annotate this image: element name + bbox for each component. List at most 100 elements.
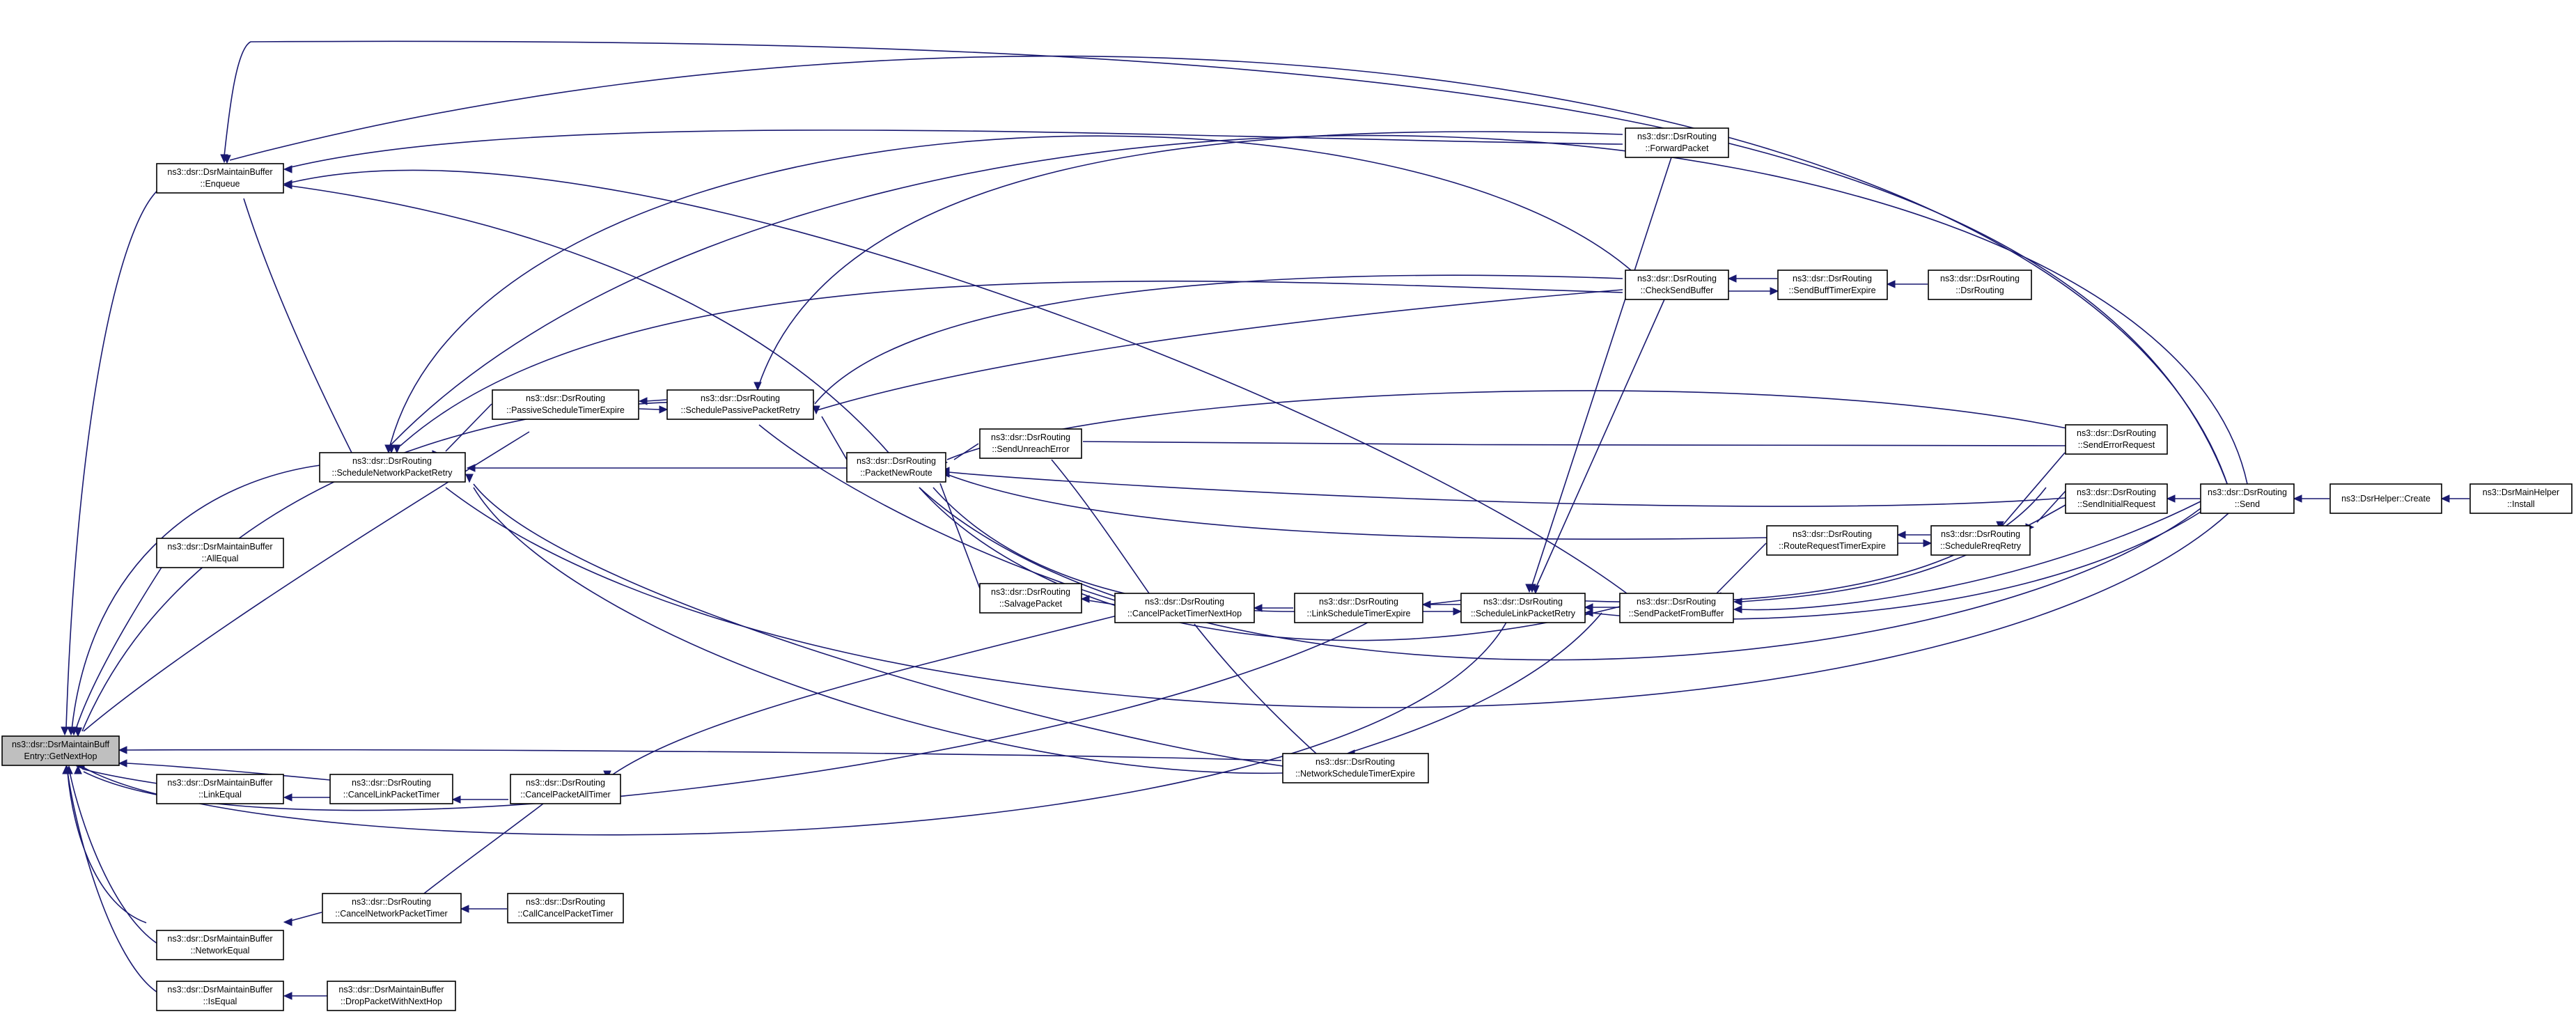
arrowhead-56 xyxy=(1584,603,1593,611)
node-label-line2: ::CheckSendBuffer xyxy=(1641,286,1714,295)
node-allequal[interactable]: ns3::dsr::DsrMaintainBuffer::AllEqual xyxy=(156,538,284,568)
node-label-line1: ns3::dsr::DsrRouting xyxy=(1637,274,1717,283)
node-cancelnexthop[interactable]: ns3::dsr::DsrRouting::CancelPacketTimerN… xyxy=(1114,593,1255,623)
call-graph-nodes: ns3::dsr::DsrMaintainBuffEntry::GetNextH… xyxy=(1,127,2573,1011)
node-schedlink[interactable]: ns3::dsr::DsrRouting::ScheduleLinkPacket… xyxy=(1460,593,1586,623)
node-linkequal[interactable]: ns3::dsr::DsrMaintainBuffer::LinkEqual xyxy=(156,774,284,804)
node-label-line1: ns3::dsr::DsrRouting xyxy=(1940,274,2020,283)
arrowhead-60 xyxy=(1531,585,1540,595)
node-label-line2: ::AllEqual xyxy=(202,554,239,563)
node-label-line2: ::CancelLinkPacketTimer xyxy=(343,790,439,800)
edge-2 xyxy=(71,465,321,731)
node-checksend[interactable]: ns3::dsr::DsrRouting::CheckSendBuffer xyxy=(1625,270,1729,300)
node-sendunreach[interactable]: ns3::dsr::DsrRouting::SendUnreachError xyxy=(979,428,1082,459)
node-cancelnettimer[interactable]: ns3::dsr::DsrRouting::CancelNetworkPacke… xyxy=(322,893,462,923)
node-label-line2: ::CancelPacketTimerNextHop xyxy=(1127,609,1242,618)
node-canceltlinktimer[interactable]: ns3::dsr::DsrRouting::CancelLinkPacketTi… xyxy=(329,774,453,804)
node-passiveexpire[interactable]: ns3::dsr::DsrRouting::PassiveScheduleTim… xyxy=(492,389,639,420)
node-label-line2: ::LinkEqual xyxy=(198,790,242,800)
edge-7 xyxy=(126,749,1282,761)
edge-18 xyxy=(612,612,1129,775)
arrowhead-22 xyxy=(283,165,292,173)
edge-58 xyxy=(1531,157,1672,586)
edge-3 xyxy=(75,563,164,732)
node-label-line2: ::SendBuffTimerExpire xyxy=(1788,286,1875,295)
node-label-line1: ns3::dsr::DsrRouting xyxy=(2077,428,2156,438)
node-label-line2: ::Enqueue xyxy=(201,179,240,189)
node-isequal[interactable]: ns3::dsr::DsrMaintainBuffer::IsEqual xyxy=(156,981,284,1011)
edge-12 xyxy=(83,612,1512,836)
node-salvage[interactable]: ns3::dsr::DsrRouting::SalvagePacket xyxy=(979,583,1082,614)
node-label-line1: ns3::DsrMainHelper xyxy=(2483,488,2559,497)
node-sendfrombuf[interactable]: ns3::dsr::DsrRouting::SendPacketFromBuff… xyxy=(1619,593,1734,623)
arrowhead-17 xyxy=(460,905,469,913)
arrowhead-28 xyxy=(393,444,401,454)
node-schednetretry[interactable]: ns3::dsr::DsrRouting::ScheduleNetworkPac… xyxy=(319,452,466,483)
node-enqueue[interactable]: ns3::dsr::DsrMaintainBuffer::Enqueue xyxy=(156,163,284,194)
node-callcancel[interactable]: ns3::dsr::DsrRouting::CallCancelPacketTi… xyxy=(507,893,624,923)
node-linksched[interactable]: ns3::dsr::DsrRouting::LinkScheduleTimerE… xyxy=(1294,593,1423,623)
node-sendinitial[interactable]: ns3::dsr::DsrRouting::SendInitialRequest xyxy=(2065,483,2168,514)
node-label-line2: ::SendUnreachError xyxy=(992,444,1069,454)
node-cancelall[interactable]: ns3::dsr::DsrRouting::CancelPacketAllTim… xyxy=(510,774,621,804)
node-netsched[interactable]: ns3::dsr::DsrRouting::NetworkScheduleTim… xyxy=(1282,753,1429,783)
edge-19 xyxy=(417,803,544,899)
arrowhead-23 xyxy=(283,180,292,188)
edge-53 xyxy=(1194,623,1317,754)
arrowhead-54 xyxy=(1421,600,1431,609)
node-label-line1: ns3::dsr::DsrRouting xyxy=(1793,274,1872,283)
arrowhead-12 xyxy=(74,765,82,774)
node-label-line1: ns3::dsr::DsrRouting xyxy=(2077,488,2156,497)
edge-29 xyxy=(445,403,492,452)
node-label-line2: ::ScheduleNetworkPacketRetry xyxy=(332,468,453,478)
node-forward[interactable]: ns3::dsr::DsrRouting::ForwardPacket xyxy=(1625,127,1729,158)
edge-44 xyxy=(948,474,1767,540)
node-routereq[interactable]: ns3::dsr::DsrRouting::RouteRequestTimerE… xyxy=(1766,525,1898,556)
node-getnexthop[interactable]: ns3::dsr::DsrMaintainBuffEntry::GetNextH… xyxy=(1,735,120,766)
arrowhead-13 xyxy=(283,793,292,802)
node-label-line1: ns3::dsr::DsrRouting xyxy=(526,778,605,788)
node-send[interactable]: ns3::dsr::DsrRouting::Send xyxy=(2200,483,2295,514)
node-label-line2: ::SchedulePassivePacketRetry xyxy=(681,405,801,415)
node-label-line1: ns3::dsr::DsrMaintainBuffer xyxy=(167,778,272,788)
edge-59 xyxy=(1535,299,1665,589)
node-senderror[interactable]: ns3::dsr::DsrRouting::SendErrorRequest xyxy=(2065,424,2168,455)
arrowhead-66 xyxy=(1733,598,1742,606)
node-schedreq[interactable]: ns3::dsr::DsrRouting::ScheduleRreqRetry xyxy=(1930,525,2031,556)
node-label-line1: ns3::dsr::DsrRouting xyxy=(857,456,936,466)
node-label-line2: ::DsrRouting xyxy=(1956,286,2004,295)
node-label-line1: ns3::dsr::DsrRouting xyxy=(991,587,1070,597)
node-label-line1: ns3::dsr::DsrMaintainBuffer xyxy=(167,934,272,944)
node-label-line1: ns3::dsr::DsrRouting xyxy=(2208,488,2287,497)
node-dsrrouting[interactable]: ns3::dsr::DsrRouting::DsrRouting xyxy=(1928,270,2032,300)
node-label-line2: ::CancelNetworkPacketTimer xyxy=(335,909,447,919)
node-label-line1: ns3::dsr::DsrMaintainBuffer xyxy=(167,542,272,552)
edge-6 xyxy=(67,771,158,993)
edge-49 xyxy=(1082,441,2066,446)
node-sendbuff[interactable]: ns3::dsr::DsrRouting::SendBuffTimerExpir… xyxy=(1777,270,1888,300)
node-label-line2: ::IsEqual xyxy=(203,997,237,1006)
edge-24 xyxy=(224,40,2229,488)
node-droppacket[interactable]: ns3::dsr::DsrMaintainBuffer::DropPacketW… xyxy=(327,981,456,1011)
node-packetnewroute[interactable]: ns3::dsr::DsrRouting::PacketNewRoute xyxy=(846,452,946,483)
edge-0 xyxy=(65,187,161,728)
edge-43 xyxy=(948,471,2066,507)
arrowhead-61 xyxy=(1584,609,1593,617)
edge-5 xyxy=(69,771,158,944)
edge-42 xyxy=(946,390,2068,460)
node-schedpassive[interactable]: ns3::dsr::DsrRouting::SchedulePassivePac… xyxy=(666,389,814,420)
node-label-line2: ::CancelPacketAllTimer xyxy=(520,790,610,800)
edge-70 xyxy=(2001,452,2066,526)
node-helpercreate[interactable]: ns3::DsrHelper::Create xyxy=(2329,483,2442,514)
node-label-line2: ::ScheduleRreqRetry xyxy=(1940,541,2022,551)
edge-1 xyxy=(67,771,147,923)
node-label-line1: ns3::DsrHelper::Create xyxy=(2341,494,2430,504)
arrowhead-74 xyxy=(2440,494,2450,503)
node-label-line1: ns3::dsr::DsrRouting xyxy=(1637,597,1716,607)
node-label-line2: ::RouteRequestTimerExpire xyxy=(1779,541,1886,551)
node-label-line2: ::SendErrorRequest xyxy=(2078,440,2155,450)
edge-48 xyxy=(919,487,2201,661)
node-networkequal[interactable]: ns3::dsr::DsrMaintainBuffer::NetworkEqua… xyxy=(156,930,284,960)
node-install[interactable]: ns3::DsrMainHelper::Install xyxy=(2469,483,2573,514)
